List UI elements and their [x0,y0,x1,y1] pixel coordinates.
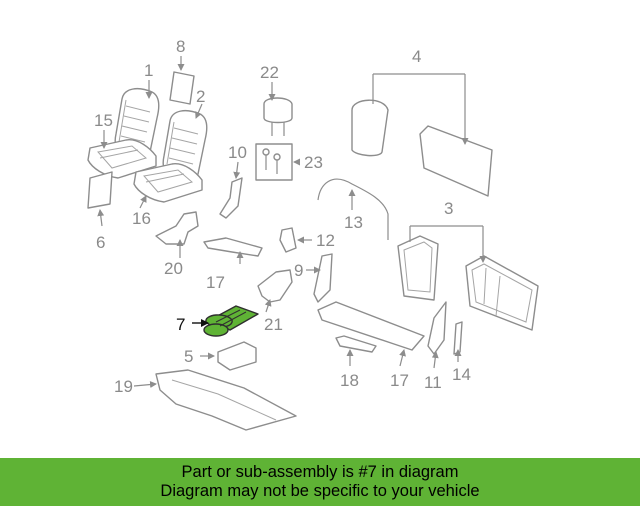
callout-21: 21 [264,315,283,334]
cable-part [317,178,389,240]
callout-14: 14 [452,365,471,384]
callout-5: 5 [184,347,193,366]
callout-18: 18 [340,371,359,390]
callout-16: 16 [132,209,151,228]
callout-4: 4 [412,47,421,66]
banner-line-disclaimer: Diagram may not be specific to your vehi… [160,482,480,500]
seat-cushion-right-part [133,163,203,203]
cup-holder-part-7 [203,305,259,337]
callout-2: 2 [196,87,205,106]
bracket-18-part [335,335,377,353]
tray-part [217,341,257,371]
callout-19: 19 [114,377,133,396]
callout-22: 22 [260,63,279,82]
long-rail-part [317,301,425,351]
clip-12-part [279,227,297,253]
diagram-notice-banner: Part or sub-assembly is #7 in diagram Di… [0,458,640,506]
callout-23: 23 [304,153,323,172]
frame-20-part [155,211,199,245]
parts-diagram: 1 2 8 15 16 6 22 23 4 3 10 13 12 20 17 9… [87,37,539,431]
callout-9: 9 [294,261,303,280]
side-cover-part [87,171,113,209]
callout-15: 15 [94,111,113,130]
callout-8: 8 [176,37,185,56]
bracket-10-part [219,177,243,219]
callout-20: 20 [164,259,183,278]
leader-lines [97,56,483,389]
headrest-part [263,97,293,136]
bracket-9-part [313,253,333,303]
bracket-21-part [257,269,293,303]
callout-7: 7 [176,315,185,334]
callout-11: 11 [424,373,442,392]
callout-12: 12 [316,231,335,250]
rear-seat-frame-left-part [397,235,439,301]
callout-3: 3 [444,199,453,218]
callout-17-left: 17 [206,273,225,292]
seat-cushion-left-part [87,139,157,179]
small-panel-part [169,71,195,105]
rear-panel-left-part [351,99,389,157]
rear-panel-right-part [419,125,493,197]
bracket-11-part [427,301,447,355]
rail-left-part [203,237,263,257]
callout-17-right: 17 [390,371,409,390]
pin-14-part [453,321,463,355]
callout-13: 13 [344,213,363,232]
callout-10: 10 [228,143,247,162]
floor-panel-part [155,369,297,431]
callout-6: 6 [96,233,105,252]
callout-1: 1 [144,61,153,80]
banner-line-part-number: Part or sub-assembly is #7 in diagram [181,463,459,481]
rear-seat-frame-right-part [465,255,539,331]
bolt-set-part [255,143,293,181]
